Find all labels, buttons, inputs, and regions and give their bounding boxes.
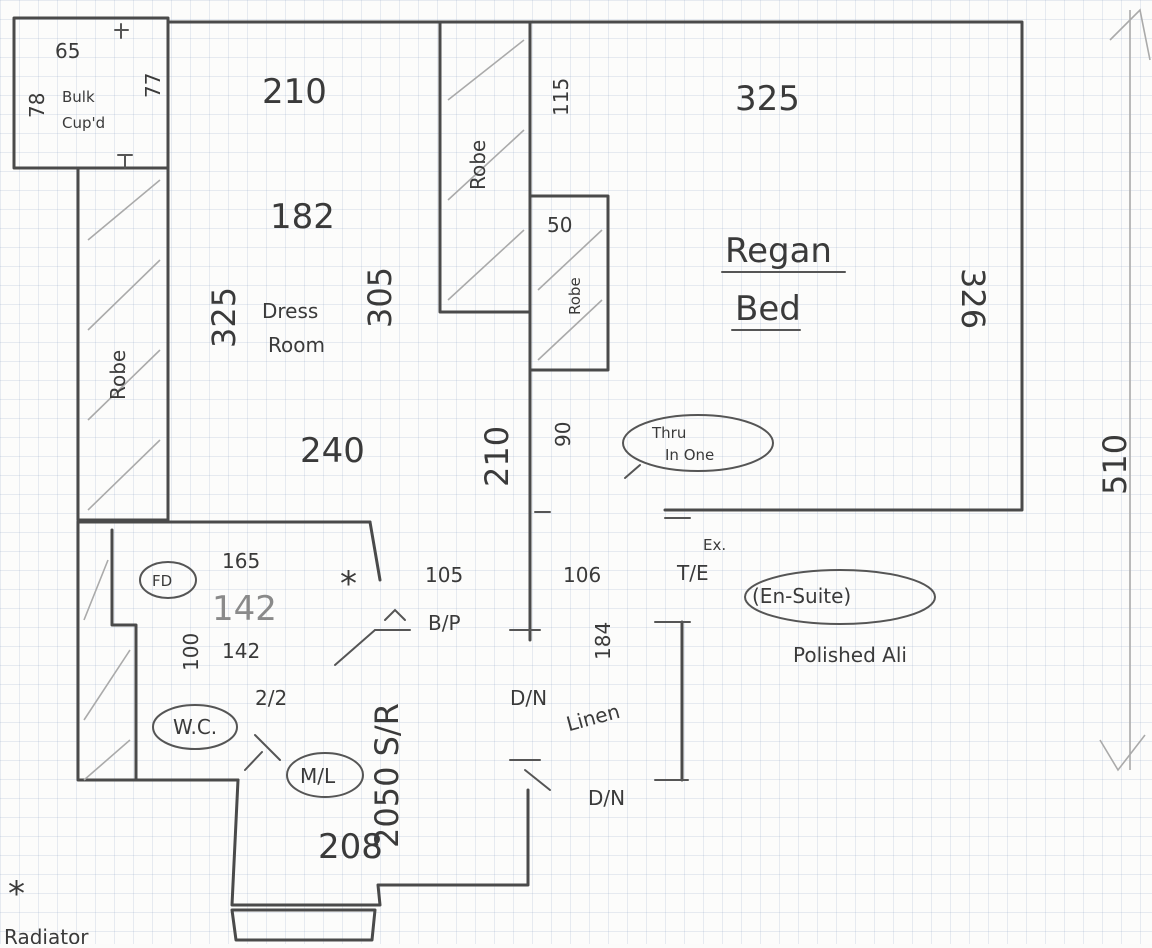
wc-165-dim: 165	[222, 549, 260, 573]
linen-label: Linen	[564, 699, 623, 736]
ex-label: Ex.	[703, 536, 726, 554]
wc-circle	[152, 704, 238, 750]
dress-room-labels: 210 182 325 305 240 Dress Room	[205, 72, 399, 471]
dress-240-dim: 240	[300, 431, 365, 471]
thru-in-one-circle	[622, 414, 774, 472]
dn-label-2: D/N	[588, 786, 625, 810]
bedroom-height-dim: 326	[954, 268, 992, 329]
wc-142-dim: 142	[222, 639, 260, 663]
polished-ali: Polished Ali	[793, 643, 907, 667]
thru-in-one-2: In One	[665, 446, 714, 464]
mid-robe-label: Robe	[466, 140, 490, 190]
dress-182-dim: 182	[270, 197, 335, 237]
left-robe-label: Robe	[106, 350, 130, 400]
bedroom-outline	[528, 20, 1024, 512]
small-robe-50: 50	[547, 213, 572, 237]
robe-hatching	[83, 39, 603, 781]
wc-142-faint: 142	[212, 589, 277, 629]
dress-room-label-2: Room	[268, 333, 325, 357]
ensuite-labels: 105 B/P 106 184 Ex. T/E (En-Suite) Polis…	[425, 536, 907, 810]
hall-184-dim: 184	[591, 622, 615, 660]
robe-labels: Robe Robe 115 50 Robe	[106, 78, 584, 400]
wc-100-dim: 100	[179, 633, 203, 671]
footnote-text: Radiator	[4, 925, 89, 944]
bp-label: B/P	[428, 611, 461, 635]
radiator-star: *	[340, 564, 357, 604]
hall-labels: 210 90 510	[478, 422, 1134, 495]
dress-room-label-1: Dress	[262, 299, 318, 323]
te-label: T/E	[676, 561, 709, 585]
fd-circle	[139, 561, 197, 599]
bedroom-label-2: Bed	[735, 289, 801, 329]
ml-circle	[286, 752, 364, 798]
laundry-208-dim: 208	[318, 827, 383, 867]
wc-labels: 165 142 100 W.C. 2/2 FD * 142	[152, 549, 357, 739]
hall-90-dim: 90	[551, 422, 575, 447]
bedroom-labels: 325 326 Regan Bed Thru In One	[651, 79, 992, 464]
door-marks	[114, 23, 691, 791]
bulk-cupd-height: 78	[25, 93, 49, 118]
left-robe-outline	[76, 166, 170, 522]
hall-210-dim: 210	[478, 426, 516, 487]
wc-label: W.C.	[173, 715, 217, 739]
small-robe-label: Robe	[566, 277, 584, 315]
total-width-arrow	[1099, 8, 1151, 772]
hall-106-dim: 106	[563, 563, 601, 587]
fd-label: FD	[152, 572, 172, 590]
thru-in-one-1: Thru	[651, 424, 686, 442]
laundry-labels: 2050 S/R M/L 208	[300, 703, 406, 867]
bulk-cupboard-labels: 65 78 77 Bulk Cup'd	[25, 39, 165, 132]
bulk-cupd-side: 77	[141, 73, 165, 98]
small-robe-outline	[528, 194, 610, 372]
total-width-dim: 510	[1096, 434, 1134, 495]
dress-top-dim: 210	[262, 72, 327, 112]
dn-label-1: D/N	[510, 686, 547, 710]
bulk-cupd-width: 65	[55, 39, 80, 63]
footnote-star: *	[8, 874, 25, 914]
dress-325-dim: 325	[205, 287, 243, 348]
ensuite-circle	[744, 569, 936, 625]
wc-right-wall	[368, 520, 382, 582]
wc-outline	[76, 520, 138, 782]
bulk-cupd-label-2: Cup'd	[62, 114, 105, 132]
bedroom-width-dim: 325	[735, 79, 800, 119]
footnote: * Radiator	[4, 874, 89, 948]
wc-2-2: 2/2	[255, 686, 287, 710]
sr-label: 2050 S/R	[368, 703, 406, 848]
mid-robe-115: 115	[549, 78, 573, 116]
dress-305-dim: 305	[361, 267, 399, 328]
bp-105-dim: 105	[425, 563, 463, 587]
walls	[12, 16, 1024, 942]
ensuite-label: (En-Suite)	[752, 584, 851, 608]
bulk-cupd-label-1: Bulk	[62, 88, 95, 106]
ml-label: M/L	[300, 764, 336, 788]
laundry-outline	[230, 778, 530, 907]
bedroom-label-1: Regan	[725, 231, 832, 271]
laundry-sink	[230, 908, 377, 942]
